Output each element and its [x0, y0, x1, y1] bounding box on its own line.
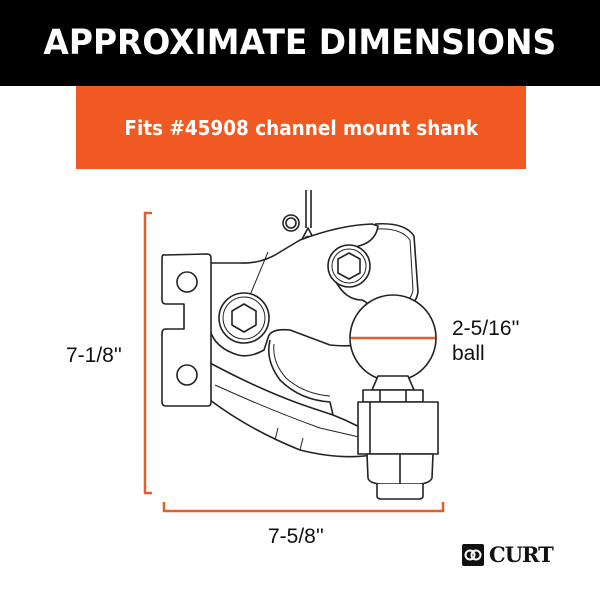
hitch-drawing	[161, 190, 439, 500]
height-dimension-line	[143, 211, 152, 495]
fit-banner-text: Fits #45908 channel mount shank	[124, 115, 478, 140]
title-bar: APPROXIMATE DIMENSIONS	[0, 0, 600, 86]
width-label: 7-5/8''	[268, 525, 324, 548]
fit-banner: Fits #45908 channel mount shank	[76, 86, 526, 169]
ball-label: ball	[452, 342, 485, 365]
height-label: 7-1/8''	[66, 344, 122, 367]
brand-name: CURT	[489, 542, 554, 567]
curt-logo: CURT	[462, 542, 554, 567]
width-dimension-line	[162, 502, 445, 513]
ball-size-label: 2-5/16''	[452, 317, 520, 340]
curt-logo-icon	[462, 543, 484, 566]
page-title: APPROXIMATE DIMENSIONS	[43, 23, 557, 63]
